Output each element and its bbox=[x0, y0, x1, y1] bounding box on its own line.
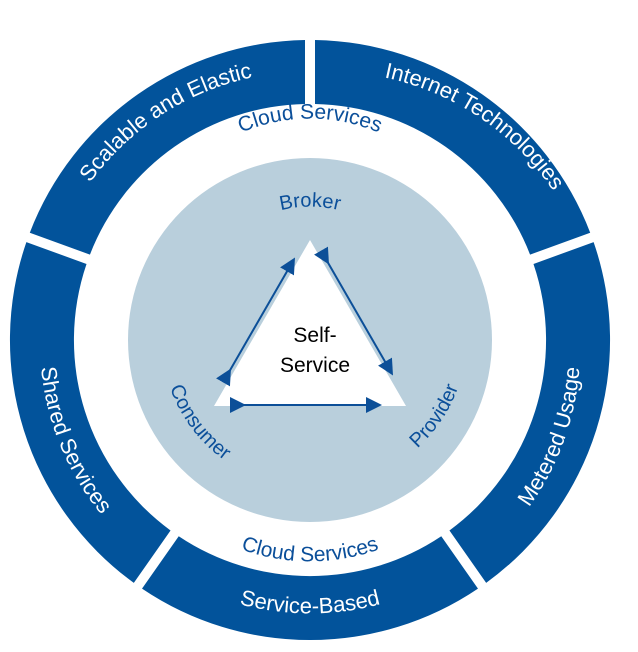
ring-segment-internet-technologies bbox=[315, 40, 591, 255]
self-service-line2: Service bbox=[280, 354, 350, 377]
arrow-consumer-broker bbox=[216, 257, 295, 387]
ring-segment-metered-usage bbox=[449, 242, 611, 583]
ring-segment-service-based bbox=[142, 536, 478, 641]
outer-ring bbox=[9, 40, 611, 641]
arrow-broker-provider bbox=[314, 246, 393, 376]
ring-segment-scalable-elastic bbox=[29, 40, 306, 255]
cloud-services-label-bottom: Cloud Services bbox=[239, 532, 381, 566]
self-service-line1: Self- bbox=[293, 324, 336, 347]
ring-segment-shared-services bbox=[9, 242, 171, 583]
role-broker: Broker bbox=[278, 190, 344, 216]
